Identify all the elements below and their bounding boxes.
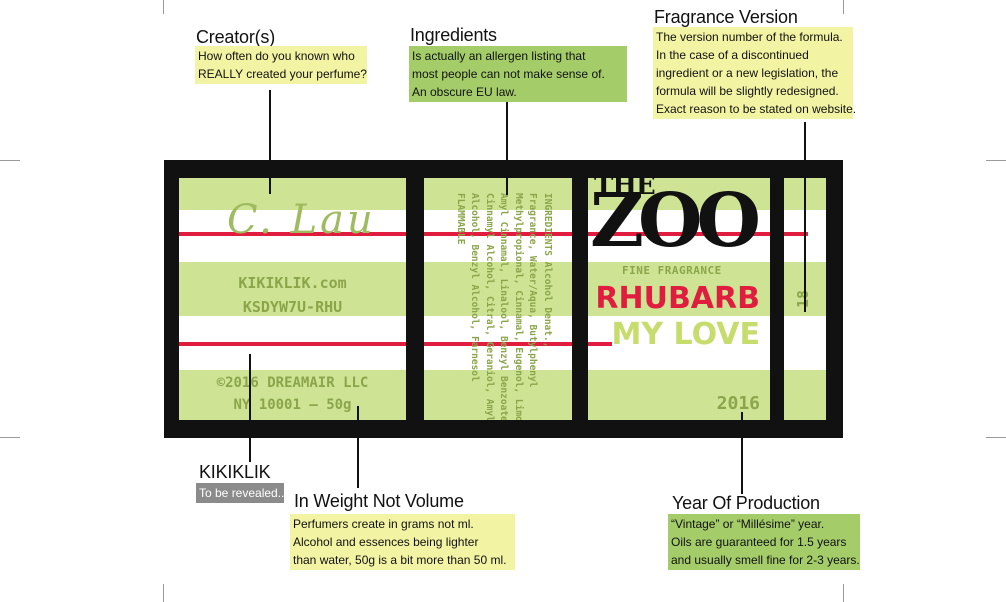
creators-heading: Creator(s)	[196, 27, 276, 47]
ingredients-line: Fragrance, Water/Aqua, Butylphenyl	[527, 193, 539, 388]
year-note: “Vintage” or “Millésime” year. Oils are …	[668, 514, 860, 570]
note-line: most people can not make sense of.	[412, 67, 605, 81]
red-line	[424, 342, 572, 346]
fragrance-version-text: 18	[794, 289, 812, 308]
crop-mark	[0, 160, 20, 161]
crop-mark	[163, 0, 164, 14]
red-line	[179, 342, 406, 346]
brand-zoo: ZOO	[590, 178, 761, 264]
note-line: To be revealed...	[199, 486, 288, 500]
ingredients-line: FLAMMABLE	[455, 193, 466, 245]
white-band	[424, 210, 572, 262]
ingredients-text: INGREDIENTS Alcohol Denat., Fragrance, W…	[453, 193, 555, 420]
year-heading: Year Of Production	[672, 493, 820, 513]
ingredients-line: Amyl Cinnamal, Linalool, Benzyl Benzoate…	[498, 193, 510, 420]
note-line: Alcohol and essences being lighter	[293, 535, 479, 549]
connector-line	[506, 100, 508, 195]
fragrance-version-heading: Fragrance Version	[654, 7, 798, 27]
kikiklik-heading: KIKIKLIK	[199, 462, 271, 482]
red-line	[588, 232, 770, 236]
note-line: “Vintage” or “Millésime” year.	[671, 517, 825, 531]
crop-mark	[843, 584, 844, 602]
note-line: and usually smell fine for 2-3 years.	[671, 553, 860, 567]
label-panel-front: THE ZOO FINE FRAGRANCE RHUBARB MY LOVE 2…	[588, 178, 770, 420]
perfume-label: C. Lau KIKIKLIK.com KSDYW7U-RHU ©2016 DR…	[164, 160, 843, 438]
connector-line	[269, 90, 271, 194]
white-band	[588, 316, 770, 370]
note-line: than water, 50g is a bit more than 50 ml…	[293, 553, 507, 567]
note-line: Exact reason to be stated on website.	[656, 102, 857, 116]
crop-mark	[843, 0, 844, 14]
copyright-text: ©2016 DREAMAIR LLC	[216, 375, 369, 391]
red-line	[588, 342, 612, 346]
kikiklik-note: To be revealed...	[196, 483, 288, 503]
brand-the: THE	[594, 178, 656, 201]
note-line: ingredient or a new legislation, the	[656, 66, 839, 80]
fragrance-name-line2: MY LOVE	[611, 317, 760, 352]
red-line	[424, 232, 572, 236]
white-band	[588, 210, 770, 262]
ingredients-line: Alcohol, Benzyl Alcohol, Farnesol	[469, 193, 481, 382]
white-band	[784, 316, 826, 370]
crop-mark	[986, 160, 1006, 161]
ingredients-heading: Ingredients	[410, 25, 497, 45]
note-line: Perfumers create in grams not ml.	[293, 517, 474, 531]
fine-fragrance-text: FINE FRAGRANCE	[622, 264, 722, 277]
note-line: REALLY created your perfume?	[198, 67, 367, 81]
crop-mark	[0, 437, 20, 438]
label-panel-brand: C. Lau KIKIKLIK.com KSDYW7U-RHU ©2016 DR…	[179, 178, 406, 420]
ingredients-line: Cinnamyl Alcohol, Citral, Geraniol, Amyl…	[484, 193, 495, 420]
website-text: KIKIKLIK.com	[238, 274, 347, 292]
fragrance-name-line1: RHUBARB	[595, 281, 760, 316]
note-line: Is actually an allergen listing that	[412, 49, 586, 63]
connector-line	[249, 354, 251, 462]
weight-note: Perfumers create in grams not ml. Alcoho…	[290, 514, 515, 570]
product-code: KSDYW7U-RHU	[242, 298, 343, 316]
connector-line	[357, 406, 359, 488]
note-line: formula will be slightly redesigned.	[656, 84, 839, 98]
label-panel-ingredients: INGREDIENTS Alcohol Denat., Fragrance, W…	[424, 178, 572, 420]
crop-mark	[986, 437, 1006, 438]
ingredients-line: Methylpropional, Cinnamal, Eugenol, Limo…	[513, 193, 524, 420]
fragrance-version-note: The version number of the formula. In th…	[653, 27, 857, 119]
production-year-text: 2016	[716, 393, 760, 414]
red-line	[784, 232, 808, 236]
red-line	[179, 232, 406, 236]
white-band	[179, 210, 406, 262]
note-line: In the case of a discontinued	[656, 48, 809, 62]
note-line: The version number of the formula.	[656, 30, 843, 44]
connector-line	[741, 412, 743, 494]
address-weight-text: NY 10001 — 50g	[233, 397, 352, 413]
crop-mark	[163, 584, 164, 602]
note-line: How often do you known who	[198, 49, 355, 63]
creators-note: How often do you known who REALLY create…	[195, 46, 367, 84]
connector-line	[804, 122, 806, 312]
signature: C. Lau	[227, 197, 376, 243]
weight-heading: In Weight Not Volume	[294, 491, 464, 511]
ingredients-line: INGREDIENTS Alcohol Denat.,	[542, 193, 553, 348]
ingredients-note: Is actually an allergen listing that mos…	[409, 46, 627, 102]
note-line: Oils are guaranteed for 1.5 years	[671, 535, 847, 549]
note-line: An obscure EU law.	[412, 85, 517, 99]
